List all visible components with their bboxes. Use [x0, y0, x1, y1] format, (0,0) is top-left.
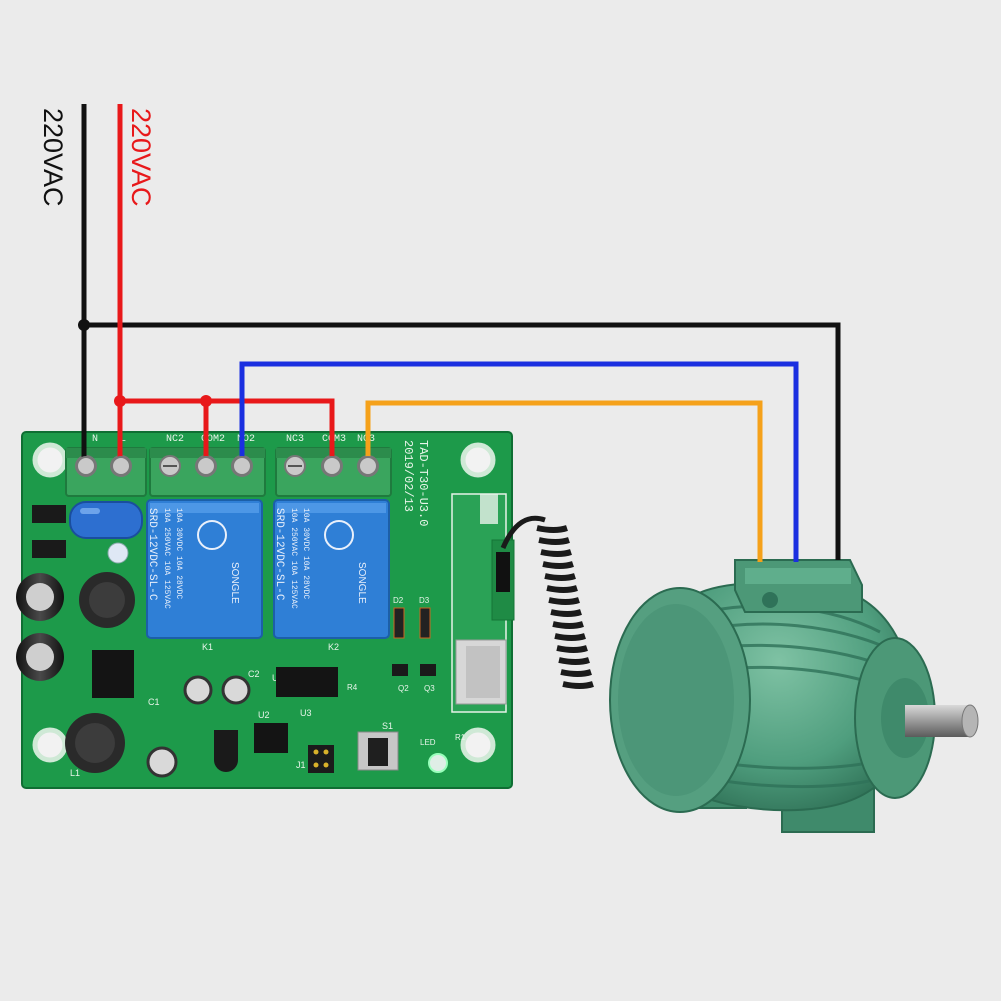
relay2-brand-label: SONGLE — [356, 562, 367, 604]
smd-transistor — [392, 664, 408, 676]
terminal-com2-label: COM2 — [201, 434, 225, 445]
jumper-header — [308, 745, 334, 773]
ref-j1-label: J1 — [296, 760, 306, 770]
electric-motor-icon — [609, 559, 979, 833]
relay2-rating-label-2: 10A 30VDC 10A 28VDC — [301, 508, 310, 599]
smd-diode — [32, 540, 66, 558]
neutral-wire — [81, 104, 841, 560]
relay2-output-wire — [365, 400, 763, 562]
relay2-ref-label: K2 — [328, 642, 339, 652]
ref-u2-label: U2 — [258, 710, 270, 720]
smd-resistor — [419, 607, 431, 639]
spring-antenna-icon — [500, 515, 594, 689]
power-inductor — [65, 713, 125, 773]
relay2-rating-label-1: 10A 250VAC 10A 125VAC — [289, 508, 298, 609]
relay-board-icon: N L NC2 COM2 NO2 NC3 COM3 NO3 — [16, 431, 515, 789]
ref-q3-label: Q3 — [424, 684, 435, 693]
terminal-nc2-label: NC2 — [166, 434, 184, 445]
electrolytic-capacitor — [16, 573, 64, 621]
ref-c2-label: C2 — [248, 669, 260, 679]
mounting-hole — [460, 442, 496, 478]
ref-c1-label: C1 — [148, 697, 160, 707]
neutral-supply-label: 220VAC — [38, 108, 68, 207]
songle-logo-icon — [197, 520, 227, 550]
small-electrolytic — [146, 746, 178, 778]
board-date-label: 2019/02/13 — [401, 440, 415, 512]
relay1-output-wire — [239, 361, 799, 562]
relay1-rating-label-2: 10A 30VDC 10A 28VDC — [174, 508, 183, 599]
ic-chip — [276, 667, 338, 697]
ref-d2-label: D2 — [393, 596, 404, 605]
relay1-model-label: SRD-12VDC-SL-C — [146, 508, 158, 601]
ref-d3-label: D3 — [419, 596, 430, 605]
relay2-model-label: SRD-12VDC-SL-C — [273, 508, 285, 601]
x-capacitor — [69, 501, 143, 539]
ref-r4-label: R4 — [347, 683, 358, 692]
ref-s1-label: S1 — [382, 721, 393, 731]
small-electrolytic — [221, 675, 251, 705]
terminal-nc3-label: NC3 — [286, 434, 304, 445]
board-model-label: TAD-T30-U3.0 — [416, 440, 430, 526]
terminal-l-label: L — [120, 434, 126, 445]
live-junction — [114, 395, 126, 407]
ref-q2-label: Q2 — [398, 684, 409, 693]
mounting-hole — [460, 727, 496, 763]
learn-button — [357, 731, 399, 771]
relay-k1: SRD-12VDC-SL-C 10A 250VAC 10A 125VAC 10A… — [146, 499, 263, 639]
ref-r1-label: R1 — [455, 733, 466, 742]
power-inductor — [79, 572, 135, 628]
relay-k2: SRD-12VDC-SL-C 10A 250VAC 10A 125VAC 10A… — [273, 499, 390, 639]
ic-chip — [92, 650, 134, 698]
ref-led-label: LED — [420, 738, 436, 747]
relay1-brand-label: SONGLE — [229, 562, 240, 604]
smd-diode — [32, 505, 66, 523]
neutral-junction — [78, 319, 90, 331]
ref-l1-label: L1 — [70, 768, 80, 778]
status-led — [428, 753, 448, 773]
ceramic-capacitor — [107, 542, 129, 564]
mounting-hole — [32, 727, 68, 763]
ref-u3-label: U3 — [300, 708, 312, 718]
electrolytic-capacitor — [16, 633, 64, 681]
relay1-ref-label: K1 — [202, 642, 213, 652]
transistor — [214, 730, 238, 772]
live-supply-label: 220VAC — [126, 108, 156, 207]
mounting-hole — [32, 442, 68, 478]
small-electrolytic — [183, 675, 213, 705]
live-junction — [200, 395, 212, 407]
terminal-n-label: N — [92, 434, 98, 445]
smd-transistor — [420, 664, 436, 676]
motor-terminal-box — [734, 559, 863, 613]
ic-chip — [254, 723, 288, 753]
terminal-no2-label: NO2 — [237, 434, 255, 445]
relay1-rating-label-1: 10A 250VAC 10A 125VAC — [162, 508, 171, 609]
songle-logo-icon — [324, 520, 354, 550]
motor-shaft — [905, 704, 979, 738]
smd-resistor — [393, 607, 405, 639]
rf-receiver-module — [451, 493, 515, 713]
